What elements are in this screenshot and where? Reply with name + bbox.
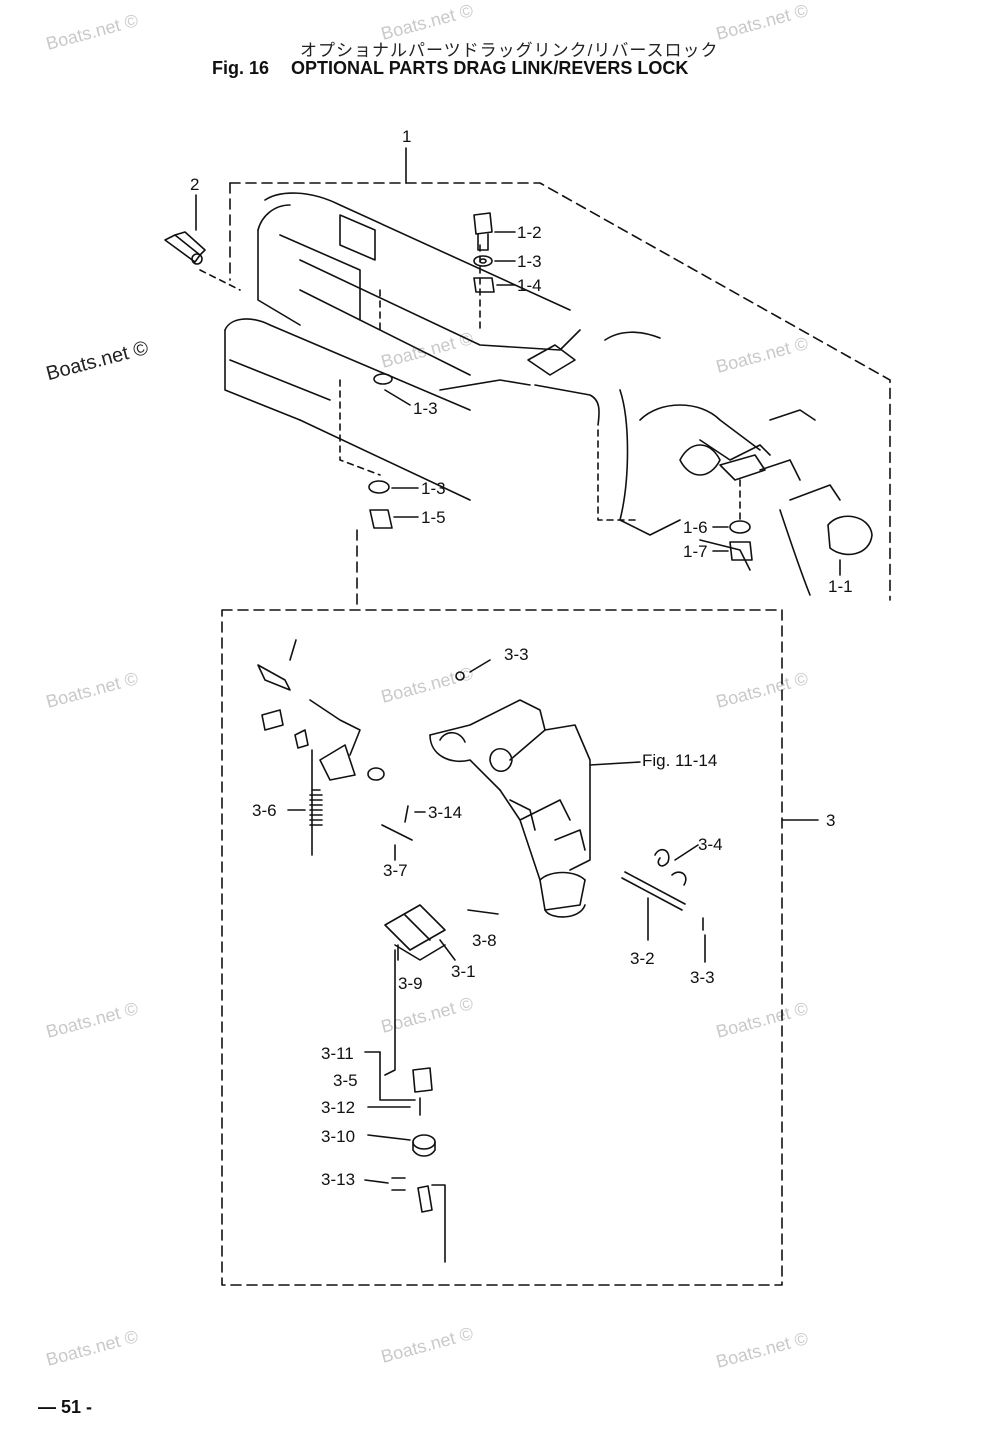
callout-label: 3-8 xyxy=(472,931,497,950)
callout-label: 1-3 xyxy=(421,479,446,498)
title-japanese: オプショナルパーツドラッグリンク/リバースロック xyxy=(300,41,719,60)
callout-label: 3-9 xyxy=(398,974,423,993)
callout-label: 3-3 xyxy=(690,968,715,987)
stopper-part-3-9 xyxy=(384,944,399,1076)
callout-label: 3-1 xyxy=(451,962,476,981)
holder-part-3-5 xyxy=(412,1067,433,1093)
cap-part-1-1 xyxy=(827,515,873,576)
callout-label: 2 xyxy=(190,175,200,194)
screw-part-3-12 xyxy=(367,1097,421,1116)
callout-label: 3-7 xyxy=(383,861,408,880)
callout-label: 3-6 xyxy=(252,801,277,820)
callout-label: 1-2 xyxy=(517,223,542,242)
assembly-3-outline xyxy=(221,609,783,1286)
spring-part-3-4 xyxy=(654,844,699,886)
collar-part-3-10 xyxy=(367,1134,436,1157)
callout-label: 3-12 xyxy=(321,1098,356,1117)
pin-part-3-8 xyxy=(467,909,499,915)
pin-part-3-7 xyxy=(381,824,413,861)
callout-label: 3-4 xyxy=(698,835,723,854)
assembly-1-outline xyxy=(229,182,891,611)
washer-part-1-3-mid xyxy=(373,373,411,406)
nut-part-1-5 xyxy=(369,509,419,529)
callout-label: 1-7 xyxy=(683,542,708,561)
bolt-part-1-2 xyxy=(473,212,516,251)
washer-part-1-3-low xyxy=(368,480,419,494)
callout-label: 3-3 xyxy=(504,645,529,664)
swivel-bracket-drawing xyxy=(429,699,641,918)
clip-part-3-3-upper xyxy=(455,659,491,681)
callout-label: 1-3 xyxy=(517,252,542,271)
rod-part-3-11 xyxy=(364,1051,416,1101)
callout-label: 3-2 xyxy=(630,949,655,968)
callout-label: 3-13 xyxy=(321,1170,356,1189)
pin-part-3-14 xyxy=(404,805,426,823)
washer-part-1-3 xyxy=(473,255,516,267)
callout-label: 1-1 xyxy=(828,577,853,596)
pins-part-3-13 xyxy=(364,1177,446,1263)
callout-label: 3-14 xyxy=(428,803,463,822)
callout-label: 1-3 xyxy=(413,399,438,418)
callout-label: Fig. 11-14 xyxy=(642,751,718,770)
grease-fitting-part-2 xyxy=(164,194,206,265)
callout-label: 3-11 xyxy=(321,1044,354,1063)
nut-part-1-7 xyxy=(712,541,753,561)
washer-part-1-6 xyxy=(712,520,751,534)
callout-label: 3 xyxy=(826,811,836,830)
shaft-part-3-2 xyxy=(621,871,686,941)
callout-label: 1-4 xyxy=(517,276,542,295)
nut-part-1-4 xyxy=(473,277,516,293)
callout-label: 3-5 xyxy=(333,1071,358,1090)
upper-leaders xyxy=(199,244,741,521)
callout-label: 1-5 xyxy=(421,508,446,527)
clip-part-3-3-lower xyxy=(702,917,706,963)
link-rod-part-3-6 xyxy=(257,639,385,856)
lock-lever-part-3-1 xyxy=(384,904,456,961)
figure-number: Fig. 16 xyxy=(212,58,270,78)
page-number: — 51 - xyxy=(38,1397,93,1417)
figure-title: Fig. 16 OPTIONAL PARTS DRAG LINK/REVERS L… xyxy=(212,58,688,79)
figure-title-text: OPTIONAL PARTS DRAG LINK/REVERS LOCK xyxy=(291,58,689,78)
callout-label: 3-10 xyxy=(321,1127,356,1146)
callout-label: 1-6 xyxy=(683,518,708,537)
callout-label: 1 xyxy=(402,127,412,146)
